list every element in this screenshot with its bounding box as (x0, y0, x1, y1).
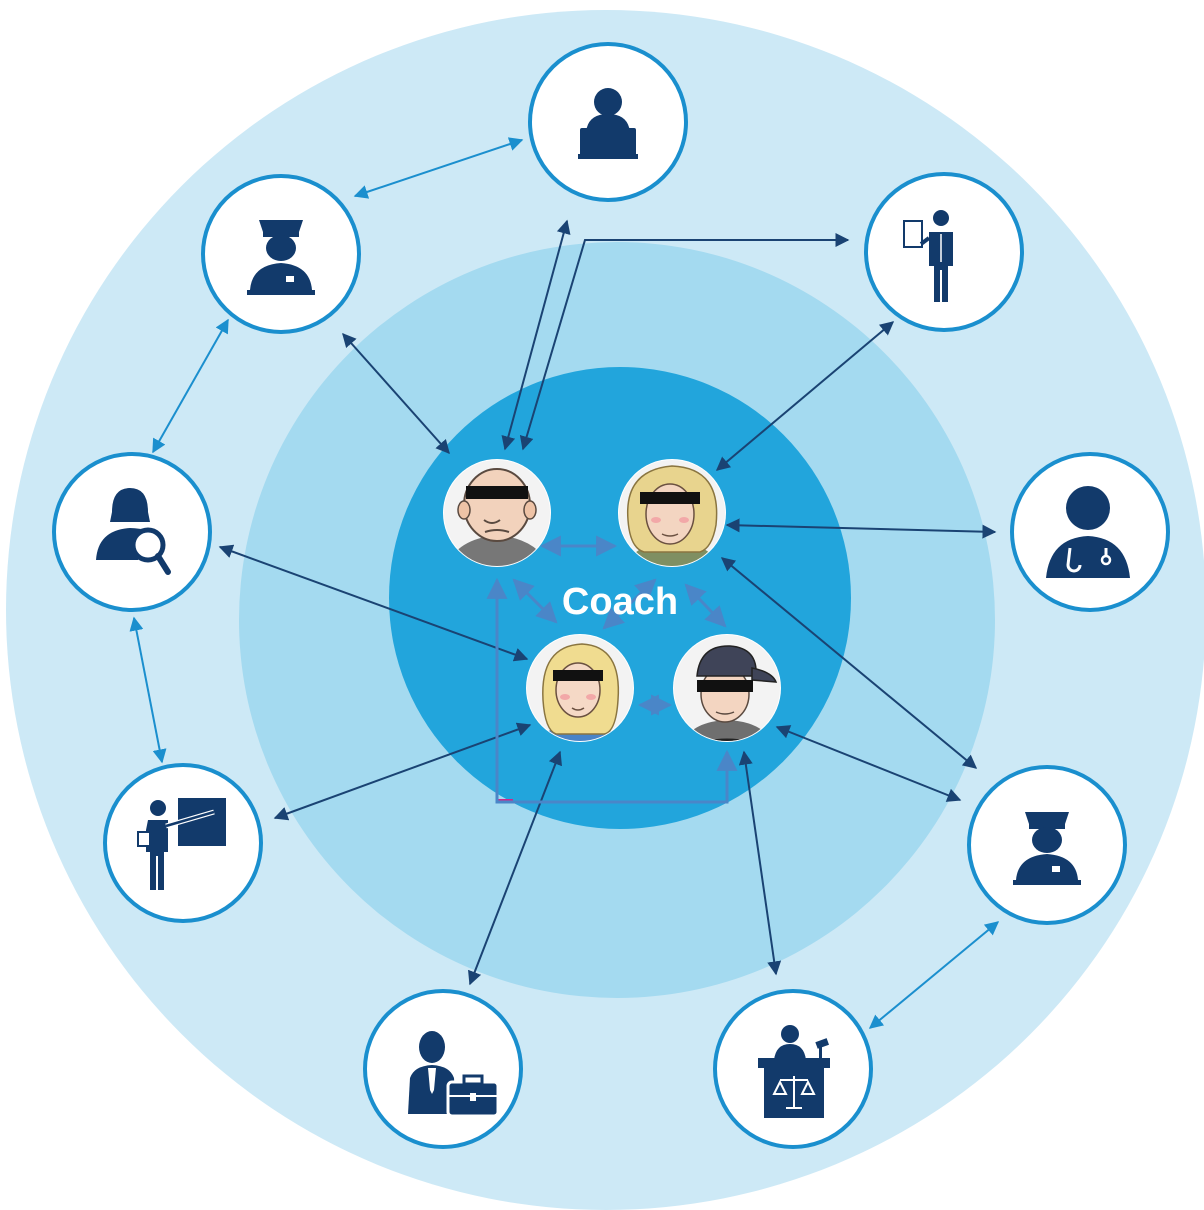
node-police-officer-top (201, 174, 361, 334)
arrow-police-judge (868, 921, 1000, 1029)
presenter-clipboard-icon (903, 210, 953, 302)
youth-cap-avatar-icon (674, 635, 780, 741)
arrow-baldman-police (342, 332, 450, 455)
arrow-baldman-presenter (519, 233, 850, 451)
arrow-youth-police-bottom (775, 725, 962, 802)
police-officer-icon (1013, 812, 1081, 885)
center-outer-arrows (218, 219, 997, 986)
arrow-investigator-teacher (129, 616, 167, 764)
young-woman-avatar-icon (527, 635, 633, 741)
node-teacher (103, 763, 263, 923)
node-business-worker (363, 989, 523, 1149)
investigator-magnifier-icon (96, 488, 171, 575)
outer-neighbour-arrows (129, 137, 1000, 1029)
inner-people-arrows (486, 535, 738, 804)
coach-label: Coach (562, 581, 678, 623)
node-police-officer-bottom (967, 765, 1127, 925)
person-young-woman (526, 634, 634, 742)
older-woman-avatar-icon (619, 460, 725, 566)
node-laptop-user (528, 42, 688, 202)
person-older-woman (618, 459, 726, 567)
arrow-police-investigator (152, 318, 229, 454)
arrow-youngwoman-investigator (218, 544, 529, 662)
arrow-woman-doctor (725, 518, 997, 539)
arrow-youngwoman-business (468, 750, 562, 986)
arrow-baldman-youth-loop (486, 577, 738, 804)
police-officer-icon (247, 220, 315, 295)
node-presenter-clipboard (864, 172, 1024, 332)
judge-gavel-icon (758, 1025, 830, 1118)
arrow-police-laptop (353, 137, 524, 199)
node-judge (713, 989, 873, 1149)
person-youth-cap (673, 634, 781, 742)
laptop-user-icon (578, 88, 638, 159)
arrow-youth-judge (738, 750, 782, 976)
node-doctor (1010, 452, 1170, 612)
businessman-briefcase-icon (408, 1031, 500, 1118)
node-investigator (52, 452, 212, 612)
arrow-woman-presenter (715, 321, 895, 471)
teacher-board-icon (137, 798, 226, 890)
doctor-stethoscope-icon (1046, 486, 1130, 578)
